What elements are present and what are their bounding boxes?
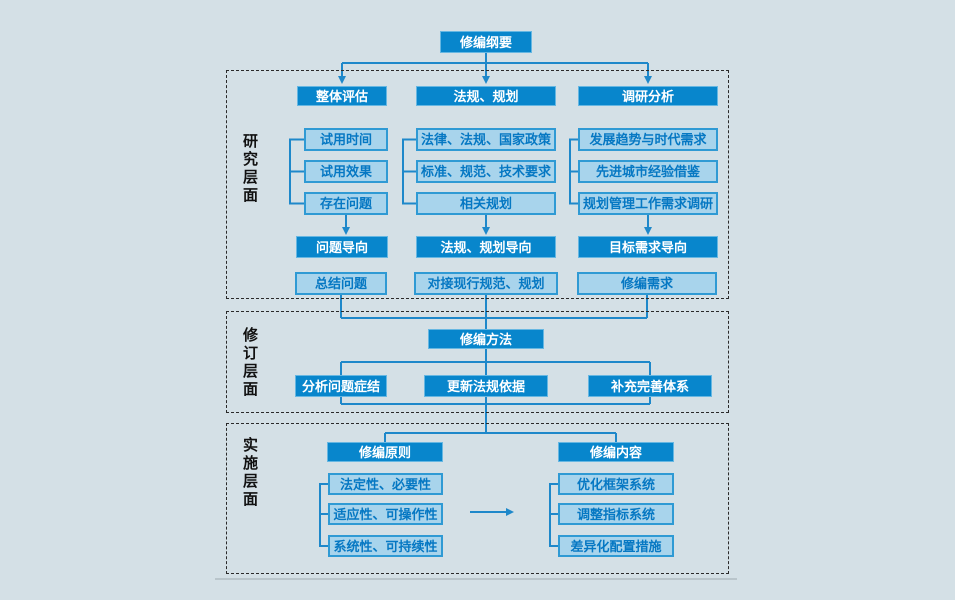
node-problem-oriented: 问题导向 xyxy=(296,236,388,258)
node-item: 法定性、必要性 xyxy=(328,473,443,495)
node-action: 补充完善体系 xyxy=(588,375,712,397)
node-action: 分析问题症结 xyxy=(295,375,387,397)
node-research-analysis: 调研分析 xyxy=(578,86,718,106)
node-item: 适应性、可操作性 xyxy=(328,503,443,525)
split-line xyxy=(340,349,651,375)
node-item: 试用效果 xyxy=(304,160,388,183)
node-item: 调整指标系统 xyxy=(558,503,674,525)
node-item: 优化框架系统 xyxy=(558,473,674,495)
node-item: 相关规划 xyxy=(416,192,556,215)
node-item: 系统性、可持续性 xyxy=(328,535,443,557)
bracket-line xyxy=(402,138,416,205)
node-action: 更新法规依据 xyxy=(424,375,548,397)
node-revision-outline: 修编纲要 xyxy=(440,31,532,53)
implementation-section-frame xyxy=(226,423,729,574)
section-label-research: 研究层面 xyxy=(241,133,258,205)
node-result: 对接现行规范、规划 xyxy=(414,272,558,295)
node-result: 总结问题 xyxy=(295,272,387,295)
revision-section-frame xyxy=(226,311,729,413)
section-label-revision: 修订层面 xyxy=(241,327,258,399)
node-goal-demand-oriented: 目标需求导向 xyxy=(578,236,718,258)
research-section-frame xyxy=(226,70,729,299)
bracket-line xyxy=(549,483,558,547)
page-edge-divider xyxy=(215,578,737,580)
node-item: 先进城市经验借鉴 xyxy=(578,160,718,183)
node-revision-method: 修编方法 xyxy=(428,329,544,349)
node-result: 修编需求 xyxy=(577,272,717,295)
split-line xyxy=(384,432,617,442)
node-item: 标准、规范、技术要求 xyxy=(416,160,556,183)
section-label-implementation: 实施层面 xyxy=(241,437,258,509)
node-revision-content: 修编内容 xyxy=(558,442,674,462)
merge-line xyxy=(340,295,648,330)
node-item: 发展趋势与时代需求 xyxy=(578,128,718,151)
bracket-line xyxy=(569,138,578,205)
merge-line xyxy=(340,397,651,433)
node-item: 存在问题 xyxy=(304,192,388,215)
node-regulations-planning: 法规、规划 xyxy=(416,86,556,106)
node-revision-principles: 修编原则 xyxy=(327,442,443,462)
root-branch-line xyxy=(342,53,648,64)
node-item: 法律、法规、国家政策 xyxy=(416,128,556,151)
bracket-line xyxy=(289,138,304,205)
bracket-line xyxy=(319,483,328,547)
node-overall-evaluation: 整体评估 xyxy=(297,86,387,106)
node-item: 试用时间 xyxy=(304,128,388,151)
node-item: 规划管理工作需求调研 xyxy=(578,192,718,215)
node-item: 差异化配置措施 xyxy=(558,535,674,557)
node-regulation-oriented: 法规、规划导向 xyxy=(416,236,556,258)
